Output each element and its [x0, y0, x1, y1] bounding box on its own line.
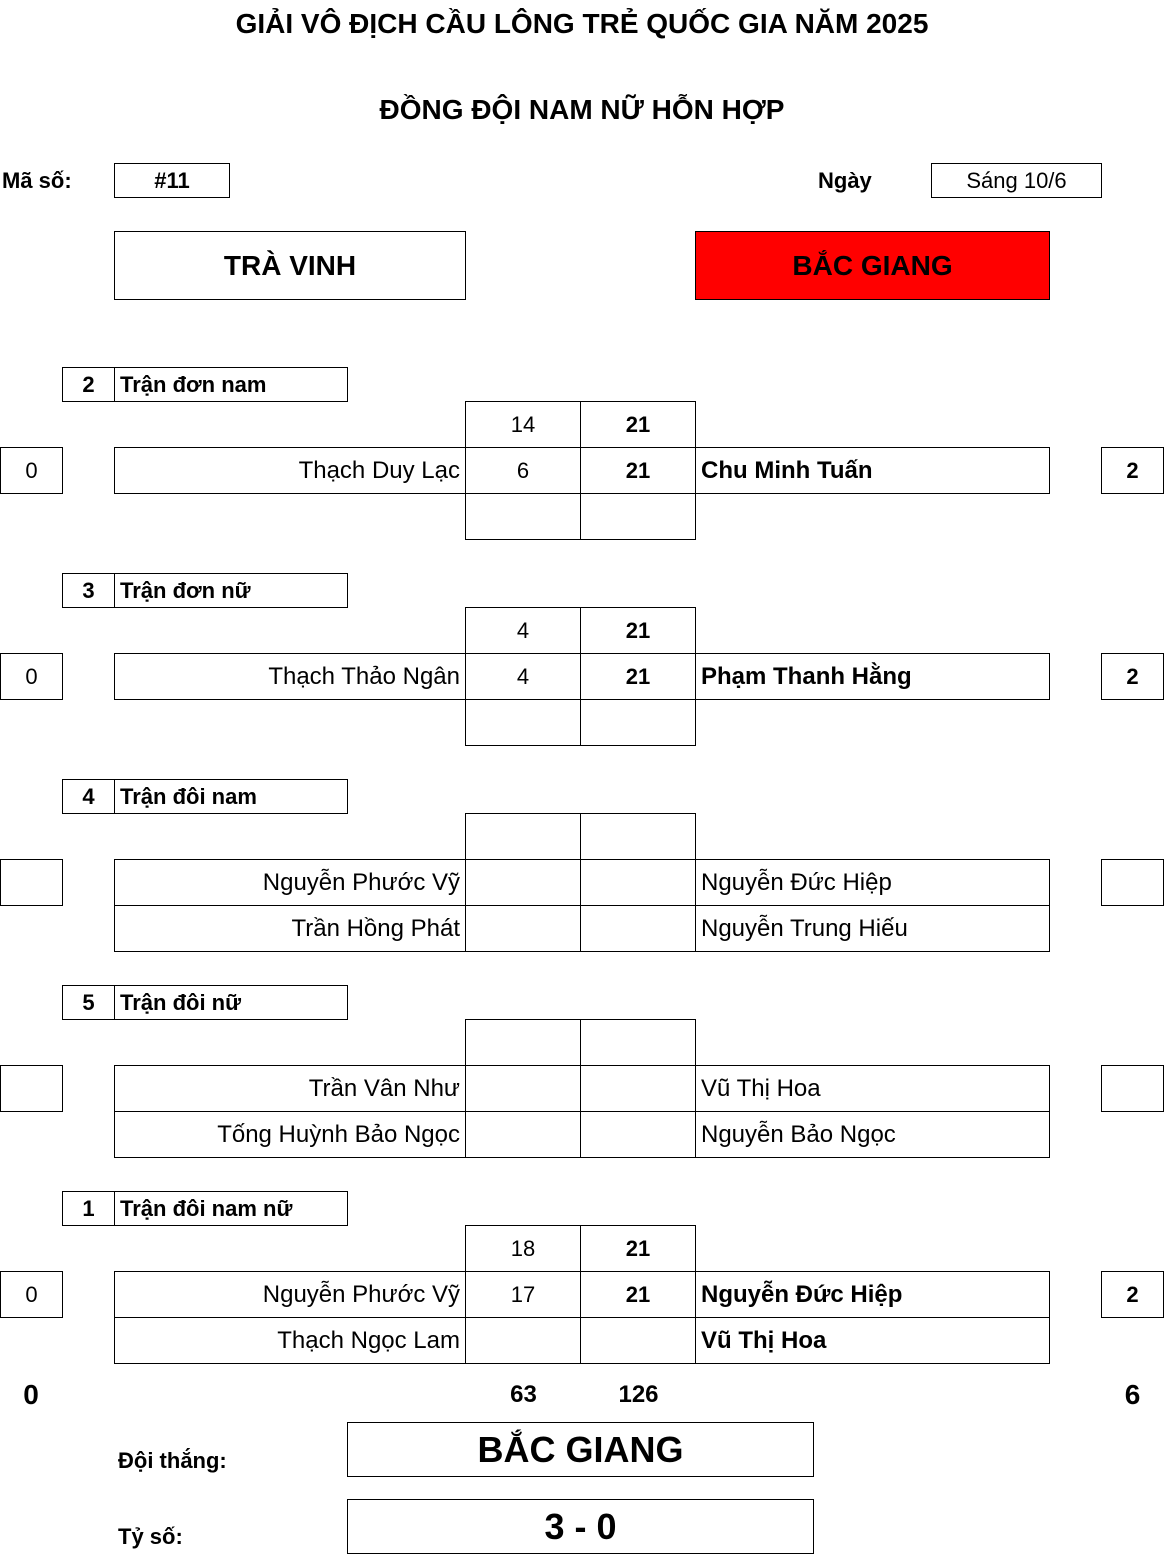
total-right-score: 126: [618, 1381, 659, 1408]
score-label: Tỷ số:: [118, 1524, 183, 1549]
score-cell-left-1: 17: [465, 1271, 581, 1318]
score-cell-right-1: [580, 1065, 696, 1112]
match-order: 4: [62, 779, 115, 814]
score-cell-left-1: [465, 859, 581, 906]
match-right-points: 2: [1101, 1271, 1164, 1318]
right-player-2: Vũ Thị Hoa: [695, 1317, 1050, 1364]
left-player-1: Nguyễn Phước Vỹ: [114, 859, 466, 906]
score-cell-right-2: [580, 493, 696, 540]
left-player-2: Thạch Ngọc Lam: [114, 1317, 466, 1364]
score-cell-left-0: 14: [465, 401, 581, 448]
score-cell-right-2: [580, 905, 696, 952]
score-cell-left-0: 4: [465, 607, 581, 654]
match-left-points: 0: [0, 1271, 63, 1318]
score-cell-right-2: [580, 1111, 696, 1158]
date-label: Ngày: [818, 168, 872, 193]
right-player-2: Nguyễn Bảo Ngọc: [695, 1111, 1050, 1158]
match-left-points: [0, 1065, 63, 1112]
code-value: #11: [114, 163, 230, 198]
match-label: Trận đơn nam: [114, 367, 348, 402]
score-cell-left-0: [465, 813, 581, 860]
total-left-points: 0: [23, 1379, 39, 1410]
score-cell-left-2: [465, 699, 581, 746]
score-cell-right-1: 21: [580, 1271, 696, 1318]
score-cell-left-0: 18: [465, 1225, 581, 1272]
score-cell-left-2: [465, 1317, 581, 1364]
right-player-1: Phạm Thanh Hằng: [695, 653, 1050, 700]
score-cell-left-2: [465, 493, 581, 540]
match-order: 1: [62, 1191, 115, 1226]
score-cell-right-1: [580, 859, 696, 906]
match-label: Trận đôi nam: [114, 779, 348, 814]
team-left-name: TRÀ VINH: [114, 231, 466, 300]
score-cell-right-0: [580, 1019, 696, 1066]
right-player-1: Chu Minh Tuấn: [695, 447, 1050, 494]
left-player-1: Thạch Thảo Ngân: [114, 653, 466, 700]
winner-label: Đội thắng:: [118, 1448, 227, 1473]
score-value: 3 - 0: [347, 1499, 814, 1554]
match-order: 3: [62, 573, 115, 608]
score-cell-left-2: [465, 1111, 581, 1158]
page-subtitle: ĐỒNG ĐỘI NAM NỮ HỖN HỢP: [379, 94, 785, 125]
score-cell-left-1: [465, 1065, 581, 1112]
score-cell-left-1: 6: [465, 447, 581, 494]
left-player-1: Thạch Duy Lạc: [114, 447, 466, 494]
match-right-points: [1101, 1065, 1164, 1112]
left-player-2: Tống Huỳnh Bảo Ngọc: [114, 1111, 466, 1158]
score-cell-right-0: 21: [580, 1225, 696, 1272]
right-player-1: Nguyễn Đức Hiệp: [695, 859, 1050, 906]
left-player-1: Trần Vân Như: [114, 1065, 466, 1112]
code-label: Mã số:: [2, 168, 72, 193]
right-player-2: Nguyễn Trung Hiếu: [695, 905, 1050, 952]
score-cell-right-1: 21: [580, 447, 696, 494]
right-player-1: Vũ Thị Hoa: [695, 1065, 1050, 1112]
left-player-1: Nguyễn Phước Vỹ: [114, 1271, 466, 1318]
left-player-2: Trần Hồng Phát: [114, 905, 466, 952]
match-right-points: 2: [1101, 447, 1164, 494]
team-right-name: BẮC GIANG: [695, 231, 1050, 300]
score-cell-right-2: [580, 1317, 696, 1364]
score-cell-left-0: [465, 1019, 581, 1066]
match-label: Trận đôi nữ: [114, 985, 348, 1020]
date-value: Sáng 10/6: [931, 163, 1102, 198]
score-cell-right-1: 21: [580, 653, 696, 700]
match-right-points: [1101, 859, 1164, 906]
page-title: GIẢI VÔ ĐỊCH CẦU LÔNG TRẺ QUỐC GIA NĂM 2…: [235, 8, 929, 39]
match-left-points: 0: [0, 653, 63, 700]
score-cell-right-2: [580, 699, 696, 746]
total-right-points: 6: [1124, 1379, 1141, 1410]
match-order: 2: [62, 367, 115, 402]
total-left-score: 63: [510, 1381, 537, 1408]
score-cell-right-0: 21: [580, 401, 696, 448]
match-order: 5: [62, 985, 115, 1020]
match-label: Trận đôi nam nữ: [114, 1191, 348, 1226]
right-player-1: Nguyễn Đức Hiệp: [695, 1271, 1050, 1318]
match-left-points: [0, 859, 63, 906]
match-right-points: 2: [1101, 653, 1164, 700]
match-left-points: 0: [0, 447, 63, 494]
winner-value: BẮC GIANG: [347, 1422, 814, 1477]
score-cell-right-0: [580, 813, 696, 860]
match-label: Trận đơn nữ: [114, 573, 348, 608]
score-cell-left-1: 4: [465, 653, 581, 700]
score-cell-right-0: 21: [580, 607, 696, 654]
score-cell-left-2: [465, 905, 581, 952]
